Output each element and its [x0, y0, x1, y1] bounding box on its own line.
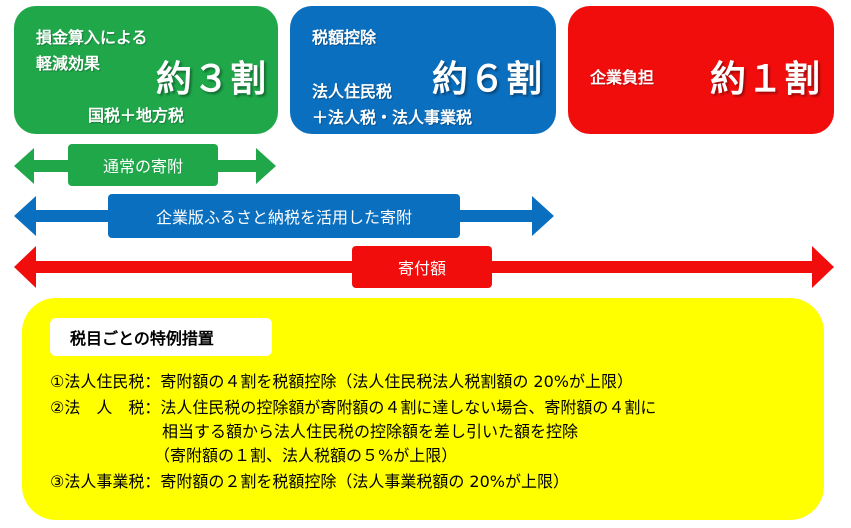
- company-burden-label: 企業負担: [590, 68, 655, 87]
- tax-credit-line1: 税額控除: [312, 28, 377, 47]
- normal-donation-label: 通常の寄附: [68, 144, 218, 186]
- tax-reduction-value: 約３割: [156, 59, 268, 100]
- tax-credit-value: 約６割: [432, 59, 544, 100]
- company-burden-value: 約１割: [710, 59, 822, 100]
- tax-reduction-line1: 損金算入による: [36, 28, 148, 47]
- measure-line: ③法人事業税：寄附額の２割を税額控除（法人事業税額の 20%が上限）: [50, 472, 569, 491]
- measure-line: （寄附額の１割、法人税額の５%が上限）: [50, 446, 458, 465]
- tax-reduction-line2: 軽減効果: [36, 54, 101, 73]
- tax-reduction-box: 損金算入による 軽減効果 約３割 国税＋地方税: [14, 6, 278, 134]
- measure-line: ②法 人 税：法人住民税の控除額が寄附額の４割に達しない場合、寄附額の４割に: [50, 398, 657, 417]
- measure-line: 相当する額から法人住民税の控除額を差し引いた額を控除: [50, 422, 579, 441]
- tax-reduction-sub: 国税＋地方税: [88, 106, 185, 125]
- donation-amount-label: 寄付額: [352, 246, 492, 288]
- corporate-furusato-label: 企業版ふるさと納税を活用した寄附: [108, 194, 460, 238]
- tax-credit-line3: ＋法人税・法人事業税: [312, 108, 473, 127]
- special-measures-title: 税目ごとの特例措置: [50, 318, 272, 356]
- tax-credit-box: 税額控除 法人住民税 約６割 ＋法人税・法人事業税: [290, 6, 556, 134]
- tax-credit-line2: 法人住民税: [312, 82, 393, 101]
- measure-line: ①法人住民税：寄附額の４割を税額控除（法人住民税法人税割額の 20%が上限）: [50, 372, 633, 391]
- company-burden-box: 企業負担 約１割: [568, 6, 834, 134]
